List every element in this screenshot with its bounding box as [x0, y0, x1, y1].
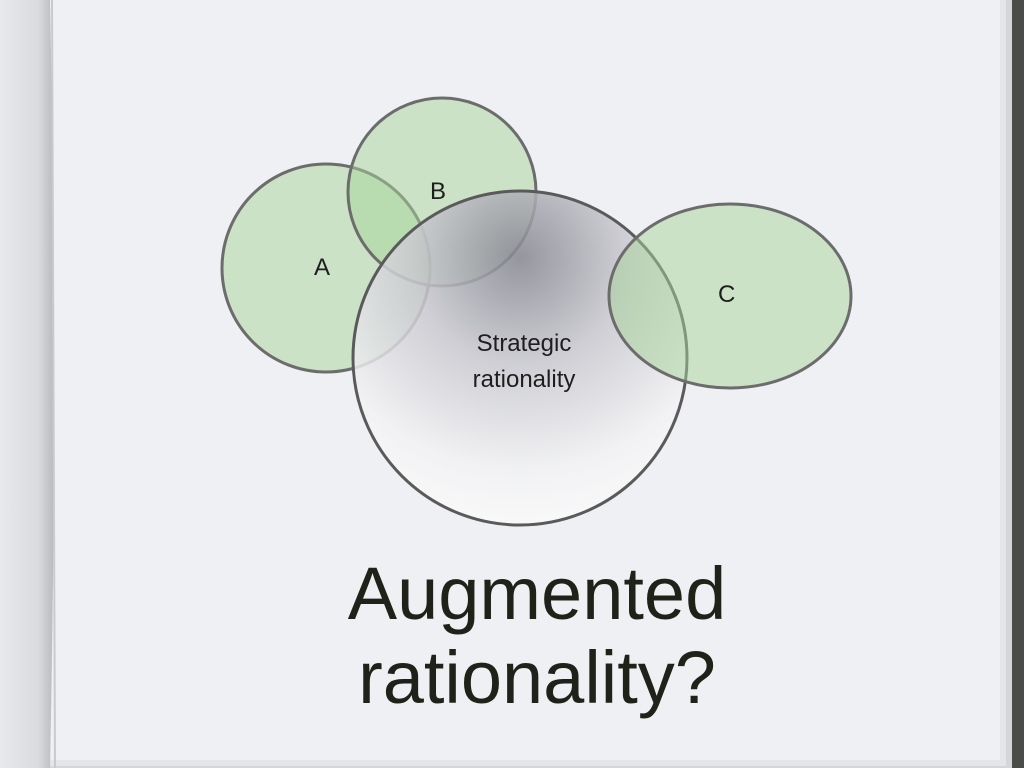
circle-a-label: A [314, 254, 331, 281]
circle-c-label: C [718, 281, 736, 308]
spine-fold [51, 0, 56, 768]
circle-c [607, 202, 853, 390]
question-line2: rationality? [358, 636, 716, 719]
center-label-line2: rationality [472, 366, 576, 393]
center-label-line1: Strategic [476, 330, 572, 357]
circle-b-label: B [430, 178, 447, 205]
question-line1: Augmented [347, 552, 727, 635]
question-heading: Augmented rationality? [252, 552, 822, 720]
center-circle-label: Strategic rationality [440, 326, 608, 398]
page-spine [0, 0, 54, 768]
